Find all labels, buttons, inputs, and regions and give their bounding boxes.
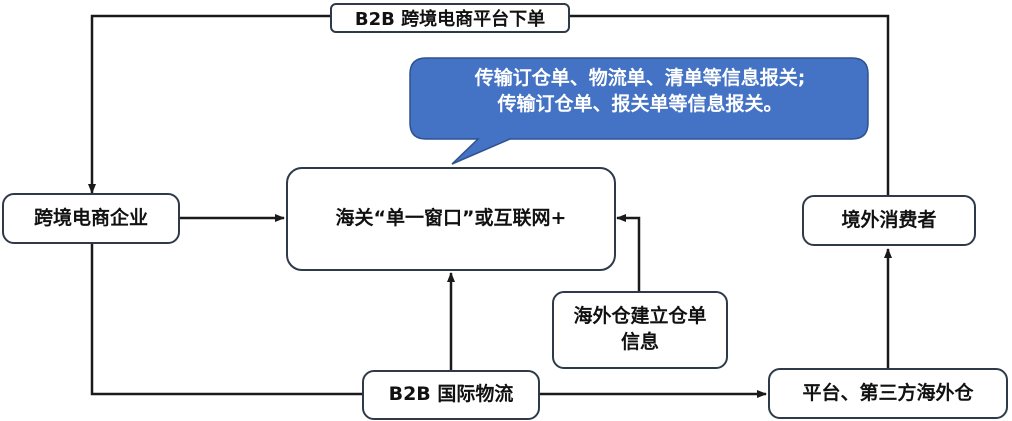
top-order-label: B2B 跨境电商平台下单 [330,3,570,33]
callout-text: 传输订仓单、物流单、清单等信息报关; 传输订仓单、报关单等信息报关。 [412,66,868,117]
overseas-info-to-customs-arrow [616,214,641,291]
customs-node: 海关“单一窗口”或互联网+ [286,167,616,271]
callout-line-1: 传输订仓单、物流单、清单等信息报关; [474,67,806,89]
consumer-node: 境外消费者 [802,195,976,246]
warehouse-node: 平台、第三方海外仓 [768,368,1008,419]
callout-bubble [409,57,869,165]
overseas-info-node: 海外仓建立仓单信息 [552,291,728,369]
enterprise-to-logistics-line [90,244,362,396]
callout-line-2: 传输订仓单、报关单等信息报关。 [497,92,783,115]
enterprise-node: 跨境电商企业 [2,193,180,244]
logistics-node: B2B 国际物流 [362,370,540,420]
